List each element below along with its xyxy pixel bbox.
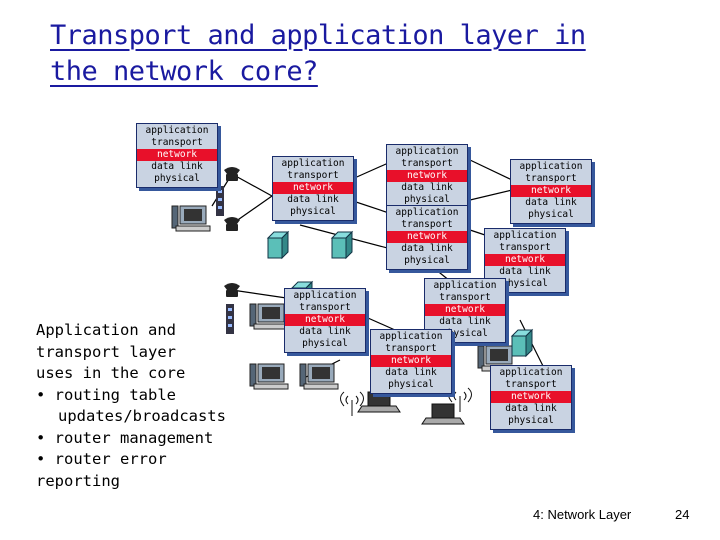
layer-application: application	[145, 125, 209, 136]
layer-network: network	[273, 182, 353, 194]
protocol-stack-router: application transport network data link …	[386, 144, 468, 209]
layer-physical: physical	[404, 255, 450, 266]
telephone-icon	[224, 283, 240, 297]
protocol-stack-host: application transport network data link …	[136, 123, 218, 188]
layer-data-link: data link	[299, 326, 351, 337]
layer-physical: physical	[302, 338, 348, 349]
computer-icon	[249, 363, 289, 390]
layer-physical: physical	[508, 415, 554, 426]
layer-data-link: data link	[439, 316, 491, 327]
layer-application: application	[379, 331, 443, 342]
bullet-item: • router error reporting	[36, 450, 167, 490]
layer-physical: physical	[442, 328, 488, 339]
layer-network: network	[485, 254, 565, 266]
page-number: 24	[675, 507, 690, 522]
layer-transport: transport	[287, 170, 339, 181]
protocol-stack-router: application transport network data link …	[284, 288, 366, 353]
computer-icon	[171, 205, 211, 232]
description-line: transport layer	[36, 342, 176, 361]
title-line-2: the network core?	[50, 56, 318, 87]
layer-application: application	[281, 158, 345, 169]
laptop-icon	[421, 403, 465, 425]
layer-transport: transport	[525, 173, 577, 184]
layer-data-link: data link	[287, 194, 339, 205]
layer-application: application	[499, 367, 563, 378]
layer-application: application	[519, 161, 583, 172]
layer-network: network	[285, 314, 365, 326]
router-icon	[266, 230, 290, 260]
layer-transport: transport	[151, 137, 203, 148]
layer-network: network	[387, 231, 467, 243]
switch-icon	[226, 304, 234, 334]
layer-application: application	[395, 146, 459, 157]
router-icon	[510, 328, 534, 358]
layer-network: network	[491, 391, 571, 403]
layer-physical: physical	[404, 194, 450, 205]
telephone-icon	[224, 167, 240, 181]
protocol-stack-router: application transport network data link …	[272, 156, 354, 221]
bullet-item: • router management	[36, 428, 214, 447]
layer-data-link: data link	[525, 197, 577, 208]
description-line: Application and	[36, 321, 176, 339]
layer-transport: transport	[401, 219, 453, 230]
slide-title: Transport and application layer in the n…	[50, 18, 630, 90]
switch-icon	[216, 186, 224, 216]
layer-transport: transport	[499, 242, 551, 253]
layer-data-link: data link	[499, 266, 551, 277]
layer-transport: transport	[439, 292, 491, 303]
computer-icon	[299, 363, 339, 390]
layer-physical: physical	[388, 379, 434, 390]
layer-network: network	[387, 170, 467, 182]
layer-network: network	[371, 355, 451, 367]
layer-physical: physical	[154, 173, 200, 184]
layer-physical: physical	[528, 209, 574, 220]
title-line-1: Transport and application layer in	[50, 20, 586, 51]
bullet-item: • routing table	[36, 385, 176, 404]
layer-transport: transport	[401, 158, 453, 169]
protocol-stack-router: application transport network data link …	[370, 329, 452, 394]
bullet-item-continuation: updates/broadcasts	[58, 407, 226, 425]
layer-transport: transport	[505, 379, 557, 390]
layer-transport: transport	[385, 343, 437, 354]
laptop-icon	[357, 391, 401, 413]
layer-data-link: data link	[401, 182, 453, 193]
telephone-icon	[224, 217, 240, 231]
router-icon	[330, 230, 354, 260]
layer-application: application	[433, 280, 497, 291]
layer-network: network	[425, 304, 505, 316]
description-line: uses in the core	[36, 364, 186, 382]
protocol-stack-router: application transport network data link …	[510, 159, 592, 224]
layer-physical: physical	[502, 278, 548, 289]
protocol-stack-router: application transport network data link …	[386, 205, 468, 270]
layer-data-link: data link	[401, 243, 453, 254]
layer-physical: physical	[290, 206, 336, 217]
protocol-stack-host: application transport network data link …	[490, 365, 572, 430]
wireless-icon	[340, 391, 364, 416]
layer-application: application	[493, 230, 557, 241]
layer-network: network	[137, 149, 217, 161]
wireless-icon	[448, 387, 472, 412]
chapter-label: 4: Network Layer	[533, 507, 632, 522]
layer-application: application	[395, 207, 459, 218]
layer-application: application	[293, 290, 357, 301]
layer-network: network	[511, 185, 591, 197]
layer-transport: transport	[299, 302, 351, 313]
layer-data-link: data link	[505, 403, 557, 414]
core-usage-description: Application and transport layer uses in …	[36, 320, 256, 492]
protocol-stack-router: application transport network data link …	[424, 278, 506, 343]
layer-data-link: data link	[151, 161, 203, 172]
layer-data-link: data link	[385, 367, 437, 378]
